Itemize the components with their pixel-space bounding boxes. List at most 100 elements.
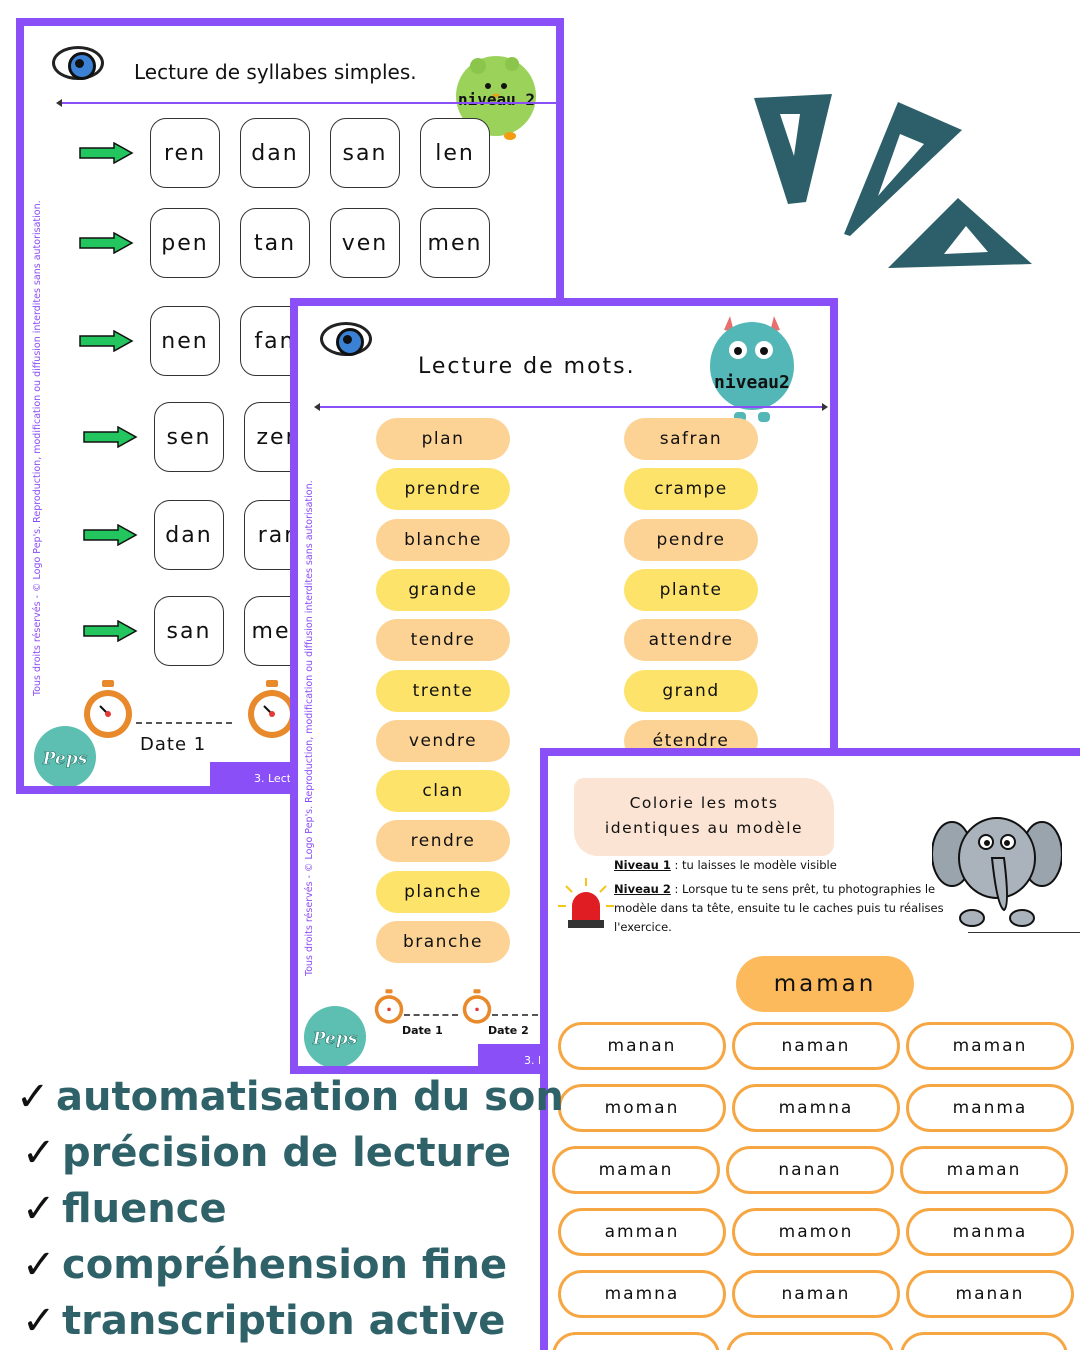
date-line [404, 1014, 458, 1016]
instruction-title-line-1: Colorie les mots [629, 794, 779, 812]
date-1-label: Date 1 [402, 1024, 443, 1037]
word-choice-pill[interactable]: mamna [732, 1084, 900, 1132]
syllable-card: tan [240, 208, 310, 278]
copyright-side-text: Tous droits réservés - © Logo Pep's. Rep… [304, 480, 315, 976]
word-pill: tendre [376, 619, 510, 662]
word-choice-pill[interactable]: maman [906, 1022, 1074, 1070]
word-choice-pill[interactable]: manma [906, 1084, 1074, 1132]
word-pill: crampe [624, 468, 758, 511]
word-pill: grand [624, 669, 758, 712]
green-arrow-icon [83, 620, 138, 642]
green-arrow-icon [83, 524, 138, 546]
model-word: maman [736, 956, 914, 1012]
page-title: Lecture de mots. [418, 354, 636, 379]
niveau-1-label: Niveau 1 [614, 858, 671, 872]
syllable-card: pen [150, 208, 220, 278]
word-pill: prendre [376, 468, 510, 511]
word-choice-pill[interactable]: mamn [726, 1332, 894, 1350]
syllable-card: san [154, 596, 224, 666]
word-pill: trente [376, 669, 510, 712]
checkmark-icon: ✓ [22, 1186, 56, 1232]
benefit-text: compréhension fine [62, 1242, 508, 1288]
instruction-title: Colorie les mots identiques au modèle [574, 778, 834, 856]
word-choice-pill[interactable]: mamon [732, 1208, 900, 1256]
word-pill: plan [376, 418, 510, 460]
word-choice-pill[interactable]: muman [900, 1332, 1068, 1350]
siren-icon [558, 878, 614, 928]
word-choice-pill[interactable]: maman [900, 1146, 1068, 1194]
peps-logo: Peps [34, 726, 96, 786]
word-choice-pill[interactable]: manan [906, 1270, 1074, 1318]
syllable-card: sen [154, 402, 224, 472]
word-pill: planche [376, 870, 510, 913]
word-choice-pill[interactable]: nanan [726, 1146, 894, 1194]
benefit-item: ✓fluence [22, 1186, 227, 1232]
niveau-2-label: Niveau 2 [614, 882, 671, 896]
checkmark-icon: ✓ [16, 1074, 50, 1120]
eye-icon [52, 46, 104, 80]
peps-logo: Peps [304, 1006, 366, 1066]
word-pill: blanche [376, 518, 510, 561]
elephant-icon [932, 817, 1062, 927]
word-choice-pill[interactable]: mamna [558, 1270, 726, 1318]
decorative-triangles [754, 94, 1032, 268]
svg-text:Peps: Peps [312, 1029, 358, 1049]
benefit-item: ✓automatisation du son [16, 1074, 564, 1120]
date-line [492, 1014, 538, 1016]
checkmark-icon: ✓ [22, 1298, 56, 1344]
word-choice-pill[interactable]: amman [558, 1208, 726, 1256]
word-pill: attendre [624, 619, 758, 662]
word-choice-pill[interactable]: maman [552, 1332, 720, 1350]
stopwatch-icon [248, 680, 296, 738]
syllable-card: nen [150, 306, 220, 376]
teal-monster-icon [710, 316, 794, 422]
word-pill: pendre [624, 518, 758, 561]
date-2-label: Date 2 [488, 1024, 529, 1037]
benefit-item: ✓précision de lecture [22, 1130, 511, 1176]
divider [968, 932, 1080, 933]
niveau-label: niveau2 [714, 372, 790, 393]
word-pill: rendre [376, 820, 510, 863]
word-choice-pill[interactable]: manan [558, 1022, 726, 1070]
syllable-card: men [420, 208, 490, 278]
title-divider [314, 403, 828, 411]
green-arrow-icon [79, 232, 134, 254]
copyright-side-text: Tous droits réservés - © Logo Pep's. Rep… [32, 200, 43, 696]
benefit-item: ✓transcription active [22, 1298, 505, 1344]
instruction-title-line-2: identiques au modèle [604, 819, 804, 837]
word-pill: plante [624, 568, 758, 611]
date-1-label: Date 1 [140, 734, 207, 755]
green-arrow-icon [79, 142, 134, 164]
worksheet-coloring: Colorie les mots identiques au modèle Ni… [540, 748, 1080, 1350]
stopwatch-icon [374, 989, 404, 1024]
word-choice-pill[interactable]: moman [558, 1084, 726, 1132]
benefit-text: précision de lecture [62, 1130, 512, 1176]
word-pill: branche [376, 921, 510, 963]
word-pill: safran [624, 418, 758, 460]
syllable-card: san [330, 118, 400, 188]
word-choice-pill[interactable]: manma [906, 1208, 1074, 1256]
syllable-card: len [420, 118, 490, 188]
syllable-card: ven [330, 208, 400, 278]
benefit-text: transcription active [62, 1298, 506, 1344]
stopwatch-icon [84, 680, 132, 738]
peps-logo-graphic: Peps [305, 1007, 365, 1066]
syllable-card: dan [154, 500, 224, 570]
title-divider [56, 99, 556, 107]
word-choice-pill[interactable]: naman [732, 1270, 900, 1318]
syllable-card: ren [150, 118, 220, 188]
syllable-card: dan [240, 118, 310, 188]
peps-logo-graphic: Peps [35, 727, 95, 786]
svg-text:Peps: Peps [42, 749, 88, 769]
word-choice-pill[interactable]: naman [732, 1022, 900, 1070]
green-arrow-icon [83, 426, 138, 448]
word-pill: grande [376, 568, 510, 611]
checkmark-icon: ✓ [22, 1242, 56, 1288]
benefit-text: fluence [62, 1186, 227, 1232]
date-line [136, 722, 232, 724]
benefit-item: ✓compréhension fine [22, 1242, 507, 1288]
word-choice-pill[interactable]: maman [552, 1146, 720, 1194]
stopwatch-icon [462, 989, 492, 1024]
niveau-label: niveau 2 [458, 90, 536, 109]
eye-icon [320, 322, 372, 356]
